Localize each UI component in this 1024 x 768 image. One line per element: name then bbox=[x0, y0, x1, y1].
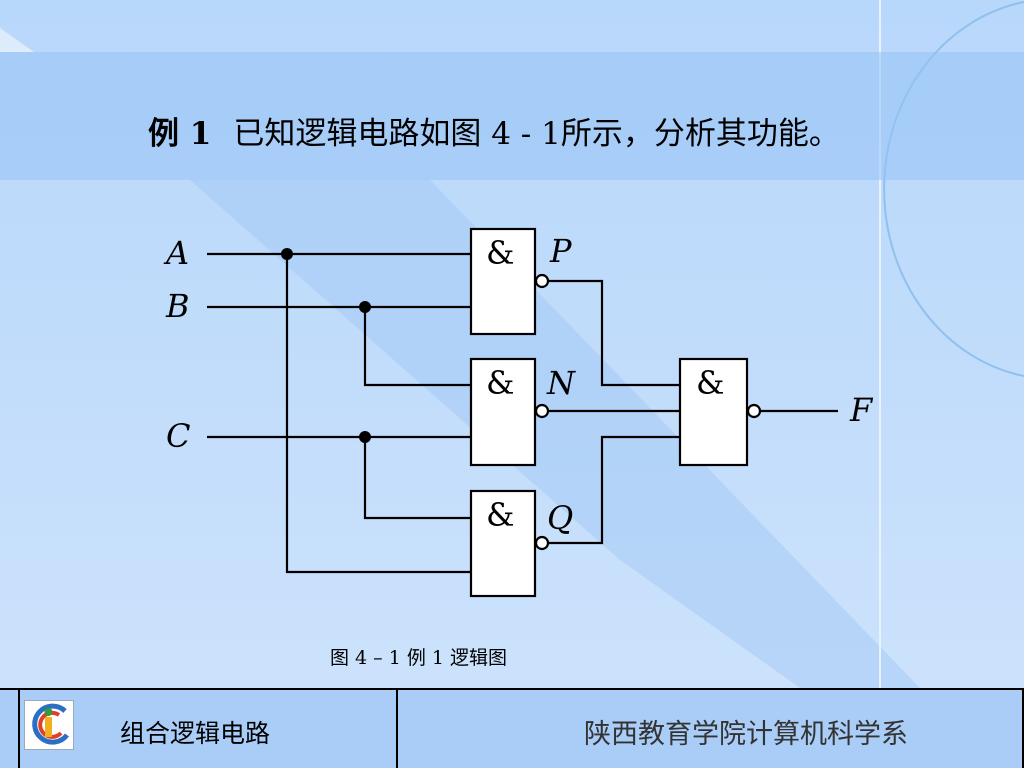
wire-b-to-gate2 bbox=[363, 307, 471, 387]
inverter-bubble-3 bbox=[534, 535, 550, 551]
footer-left-cell: 组合逻辑电路 bbox=[18, 690, 398, 768]
junction-dot-a bbox=[281, 248, 293, 260]
input-label-a: A bbox=[163, 234, 189, 272]
title-lead: 例 1 bbox=[148, 116, 212, 152]
gate4-symbol: & bbox=[696, 364, 724, 402]
slide-title: 例 1 已知逻辑电路如图 4 - 1所示，分析其功能。 bbox=[148, 108, 840, 153]
inverter-bubble-1 bbox=[534, 273, 550, 289]
output-label-q: Q bbox=[547, 499, 573, 537]
output-label-n: N bbox=[546, 364, 576, 402]
gate3-symbol: & bbox=[486, 496, 514, 534]
college-logo-icon bbox=[24, 700, 74, 750]
nand-gate-3 bbox=[469, 489, 537, 598]
wire-a-to-gate3 bbox=[285, 254, 471, 574]
logo-graphic bbox=[32, 703, 69, 745]
input-label-c: C bbox=[166, 417, 190, 455]
footer-bar: 组合逻辑电路 bbox=[0, 688, 1024, 768]
gate2-symbol: & bbox=[486, 364, 514, 402]
footer-right-border bbox=[1022, 690, 1024, 768]
nand-gate-output bbox=[678, 357, 749, 467]
title-text: 已知逻辑电路如图 4 - 1所示，分析其功能。 bbox=[233, 116, 840, 152]
inverter-bubble-2 bbox=[534, 403, 550, 419]
footer-department: 陕西教育学院计算机科学系 bbox=[584, 719, 908, 750]
title-band bbox=[0, 52, 1024, 180]
output-label-p: P bbox=[549, 232, 572, 270]
wire-q bbox=[549, 435, 680, 545]
junction-dot-b bbox=[359, 301, 371, 313]
nand-gate-1 bbox=[469, 227, 537, 336]
footer-course-title: 组合逻辑电路 bbox=[120, 719, 271, 748]
wire-c-to-gate3 bbox=[363, 437, 471, 520]
junction-dot-c bbox=[359, 431, 371, 443]
figure-caption: 图 4 – 1 例 1 逻辑图 bbox=[330, 647, 508, 669]
nand-gate-2 bbox=[469, 357, 537, 467]
gate1-symbol: & bbox=[486, 234, 514, 272]
input-label-b: B bbox=[165, 287, 190, 325]
inverter-bubble-output bbox=[746, 403, 762, 419]
output-label-f: F bbox=[849, 391, 874, 429]
wire-p bbox=[549, 279, 680, 387]
